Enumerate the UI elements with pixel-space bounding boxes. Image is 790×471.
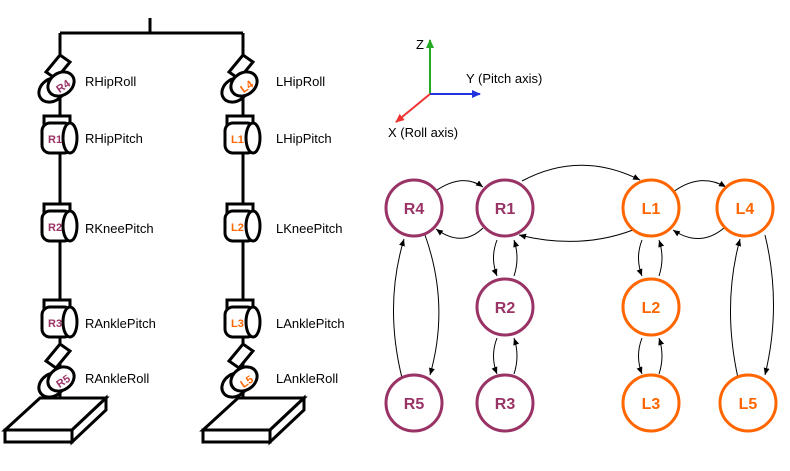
node-l4-label: L4	[736, 201, 755, 218]
y-axis-label: Y (Pitch axis)	[466, 71, 542, 86]
graph-edges	[393, 164, 774, 379]
skeleton-id-l2: L2	[231, 222, 244, 234]
node-l3: L3	[621, 373, 681, 433]
label-rhiproll: RHipRoll	[85, 74, 136, 89]
node-l5-label: L5	[739, 396, 758, 413]
node-l1: L1	[621, 178, 681, 238]
roll-joint-r4	[37, 52, 76, 104]
node-r3: R3	[475, 373, 535, 433]
skeleton-id-l1: L1	[231, 134, 244, 146]
roll-joint-r5	[37, 341, 76, 399]
roll-joint-l4	[220, 52, 259, 104]
label-lkneepitch: LKneePitch	[276, 221, 343, 236]
node-r1-label: R1	[495, 201, 516, 218]
label-rhippitch: RHipPitch	[85, 131, 143, 146]
pitch-joints	[40, 114, 262, 339]
graph-nodes: R4 R1 L1 L4 R2 L2 R5 R3	[384, 178, 778, 433]
skeleton-id-r2: R2	[48, 222, 62, 234]
x-axis-arrow	[395, 93, 431, 123]
skeleton-id-l3: L3	[231, 318, 244, 330]
z-axis-label: Z	[416, 37, 424, 52]
label-lanklepitch: LAnklePitch	[276, 316, 345, 331]
label-rankleroll: RAnkleRoll	[85, 371, 149, 386]
skeleton-id-r1: R1	[48, 134, 62, 146]
node-r4: R4	[384, 178, 444, 238]
roll-joint-l5	[220, 341, 259, 399]
node-r5: R5	[384, 373, 444, 433]
node-r2: R2	[475, 277, 535, 337]
node-l2: L2	[621, 277, 681, 337]
x-axis-label: X (Roll axis)	[388, 125, 458, 140]
node-r1: R1	[475, 178, 535, 238]
left-foot	[199, 394, 308, 446]
joint-labels: RHipRoll RHipPitch RKneePitch RAnklePitc…	[85, 74, 345, 386]
node-r2-label: R2	[495, 300, 516, 317]
node-l1-label: L1	[642, 201, 661, 218]
node-r3-label: R3	[495, 396, 516, 413]
node-l5: L5	[718, 373, 778, 433]
node-l3-label: L3	[642, 396, 661, 413]
node-l2-label: L2	[642, 300, 661, 317]
label-ranklepitch: RAnklePitch	[85, 316, 156, 331]
node-l4: L4	[715, 178, 775, 238]
skeleton-id-r3: R3	[48, 318, 62, 330]
node-r4-label: R4	[404, 201, 425, 218]
coordinate-axes: Z Y (Pitch axis) X (Roll axis)	[388, 37, 542, 140]
label-lankleroll: LAnkleRoll	[276, 371, 338, 386]
node-r5-label: R5	[404, 396, 425, 413]
label-lhiproll: LHipRoll	[276, 74, 325, 89]
right-foot	[1, 394, 110, 446]
label-rkneepitch: RKneePitch	[85, 221, 154, 236]
label-lhippitch: LHipPitch	[276, 131, 332, 146]
